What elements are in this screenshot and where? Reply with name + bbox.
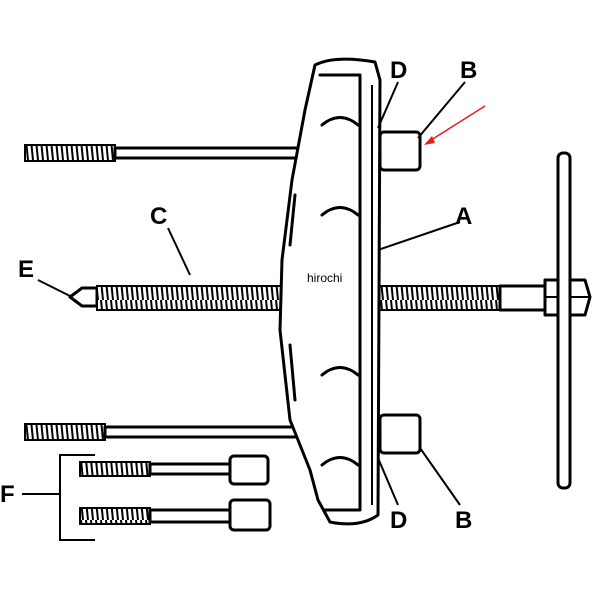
red-arrow — [424, 105, 486, 145]
spare-bolt-1 — [79, 454, 270, 486]
label-f: F — [0, 481, 15, 508]
label-e: E — [18, 256, 34, 283]
f-bracket — [59, 454, 95, 541]
spare-bolt-2 — [79, 498, 272, 532]
b-top-leader — [417, 81, 466, 139]
bottom-b-nut — [378, 413, 422, 455]
b-bottom-leader — [419, 447, 461, 506]
label-d-bottom: D — [390, 507, 407, 534]
label-c: C — [150, 203, 167, 230]
d-bottom-leader — [377, 457, 399, 506]
label-b-top: B — [460, 57, 477, 84]
top-leg-bolt — [24, 144, 307, 162]
label-b-bottom: B — [455, 507, 472, 534]
label-a: A — [455, 203, 472, 230]
c-leader — [167, 227, 191, 276]
label-d-top: D — [390, 57, 407, 84]
d-top-leader — [377, 81, 399, 129]
yoke-frame — [278, 57, 382, 526]
t-handle — [556, 151, 572, 490]
a-leader — [377, 221, 461, 251]
watermark: hirochi — [307, 271, 342, 285]
forcing-screw — [68, 278, 592, 317]
screw-tip-e — [68, 286, 99, 308]
e-leader — [37, 279, 73, 298]
top-b-nut — [378, 130, 422, 172]
bottom-leg-bolt — [24, 423, 322, 441]
